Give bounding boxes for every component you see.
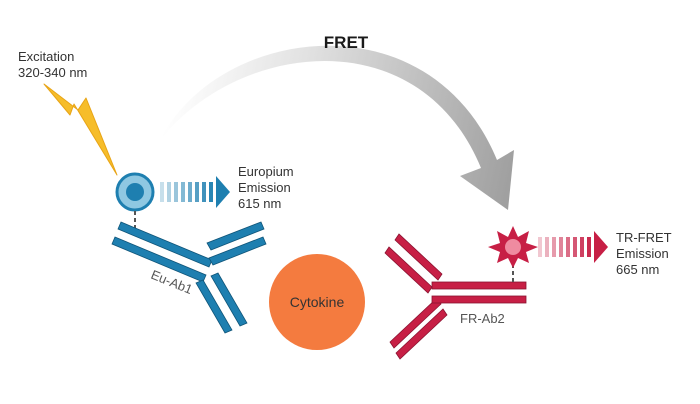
excitation-label: Excitation 320-340 nm (18, 49, 87, 80)
tr-fret-emission-arrow-icon (538, 231, 608, 263)
fret-title: FRET (324, 33, 369, 52)
acceptor-starburst-icon (488, 226, 538, 268)
fret-transfer-arrow (160, 45, 514, 210)
tr-fret-emission-label: TR-FRET Emission 665 nm (616, 230, 675, 277)
europium-emission-arrow-icon (160, 176, 230, 208)
europium-donor-icon (115, 172, 155, 212)
cytokine-label: Cytokine (290, 294, 345, 310)
fr-ab2-antibody (384, 233, 527, 360)
fr-ab2-label: FR-Ab2 (460, 311, 505, 326)
lightning-bolt-icon (43, 83, 118, 176)
eu-ab1-antibody (111, 221, 267, 334)
cytokine-circle (269, 254, 365, 350)
europium-emission-label: Europium Emission 615 nm (238, 164, 297, 211)
